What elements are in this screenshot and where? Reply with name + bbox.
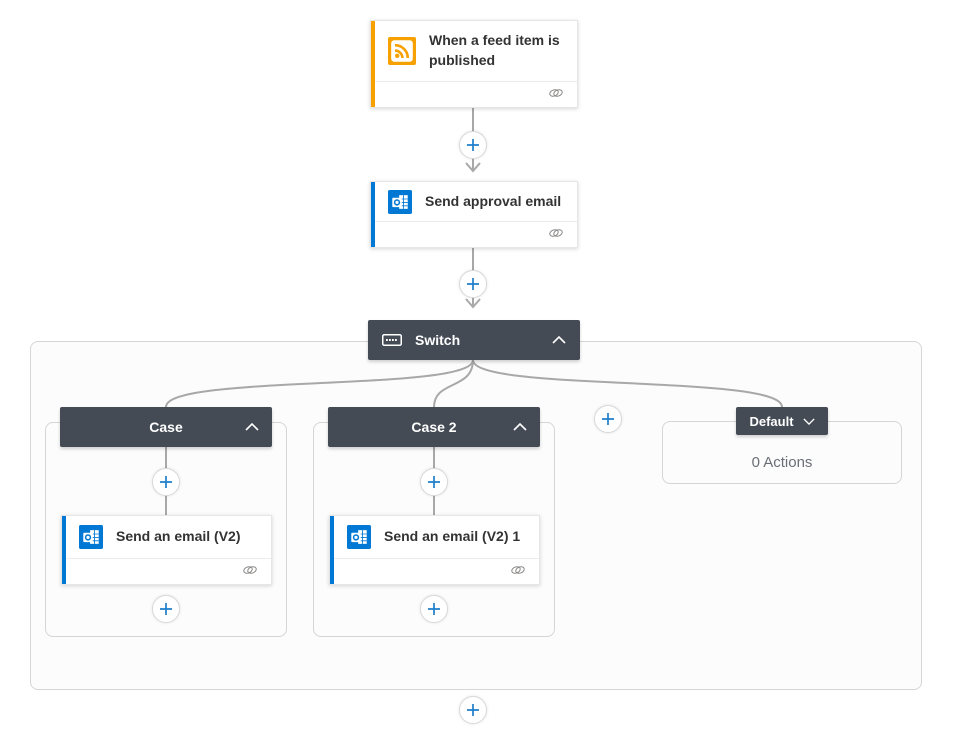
scope-title: Case: [149, 419, 183, 435]
card-title: When a feed item is published: [429, 32, 560, 68]
scope-title: Default: [749, 413, 794, 429]
insert-step-button[interactable]: [459, 131, 487, 159]
card-accent-bar: [371, 182, 375, 247]
insert-action-button[interactable]: [152, 468, 180, 496]
trigger-card-when-feed-item-published[interactable]: When a feed item is published: [370, 20, 578, 108]
case-scope-header[interactable]: Case: [60, 407, 272, 447]
switch-scope-header[interactable]: Switch: [368, 320, 580, 360]
card-accent-bar: [62, 516, 66, 584]
action-card-send-approval-email[interactable]: Send approval email: [370, 181, 578, 248]
card-title: Send an email (V2) 1: [384, 528, 521, 545]
link-icon: [242, 563, 258, 581]
switch-icon: [382, 334, 402, 346]
card-title: Send approval email: [425, 192, 562, 209]
rss-icon: [388, 37, 416, 65]
card-title: Send an email (V2): [116, 528, 241, 545]
outlook-icon: [388, 189, 412, 214]
insert-step-button[interactable]: [459, 270, 487, 298]
card-accent-bar: [371, 21, 375, 107]
action-card-send-an-email-v2[interactable]: Send an email (V2): [61, 515, 272, 585]
card-accent-bar: [330, 516, 334, 584]
case2-scope-header[interactable]: Case 2: [328, 407, 540, 447]
scope-title: Case 2: [411, 419, 457, 435]
chevron-up-icon: [513, 423, 527, 431]
add-action-button[interactable]: [420, 595, 448, 623]
chevron-up-icon: [552, 336, 566, 344]
new-step-button[interactable]: [459, 696, 487, 724]
outlook-icon: [79, 525, 103, 549]
action-card-send-an-email-v2-1[interactable]: Send an email (V2) 1: [329, 515, 540, 585]
link-icon: [548, 86, 564, 104]
chevron-down-icon: [802, 417, 815, 425]
insert-action-button[interactable]: [420, 468, 448, 496]
link-icon: [510, 563, 526, 581]
default-scope-header[interactable]: Default: [736, 407, 828, 435]
default-actions-count: 0 Actions: [751, 454, 813, 471]
outlook-icon: [347, 525, 371, 549]
link-icon: [548, 226, 564, 244]
chevron-up-icon: [245, 423, 259, 431]
add-action-button[interactable]: [152, 595, 180, 623]
scope-title: Switch: [415, 332, 461, 348]
add-case-button[interactable]: [594, 405, 622, 433]
